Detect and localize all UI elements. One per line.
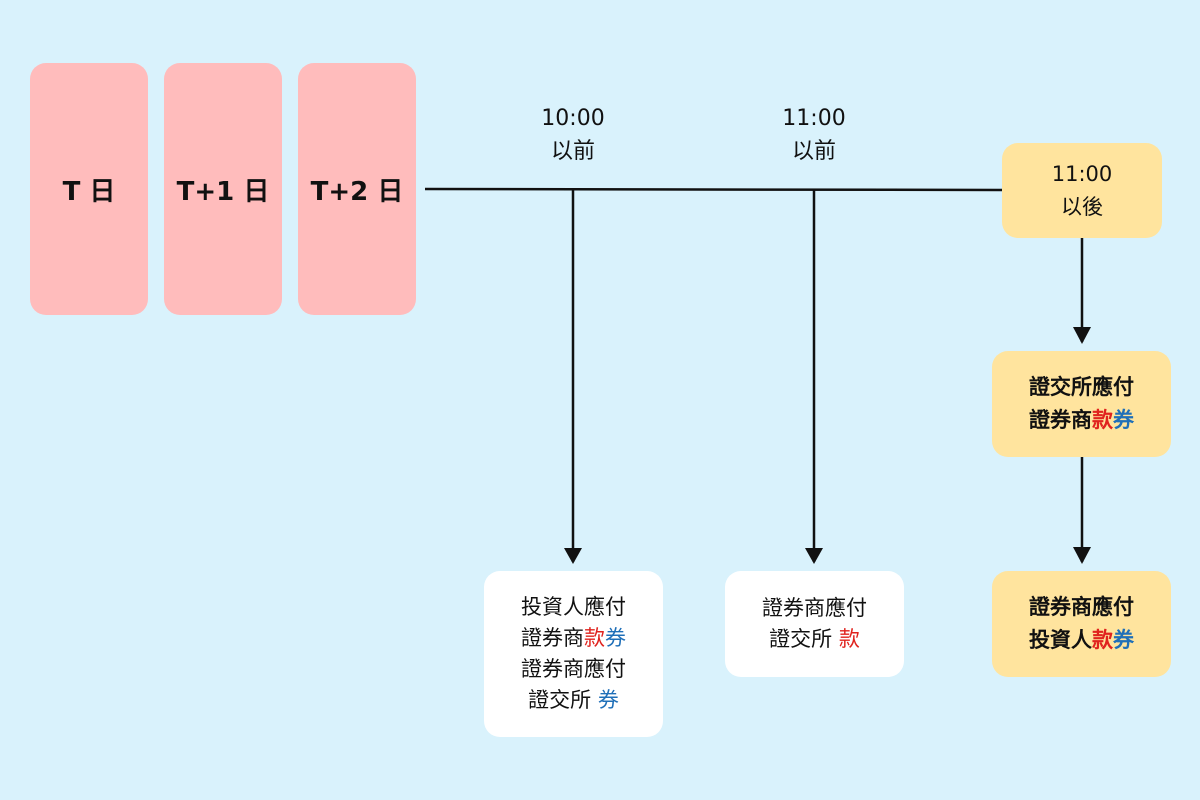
box-line: 投資人應付: [521, 595, 626, 619]
box-line: 投資人款券: [1029, 628, 1134, 652]
timeline-line: [424, 187, 1004, 192]
arrowhead-4: [1073, 547, 1091, 564]
time-label-1100-before: 11:00 以前: [744, 102, 884, 168]
time-label-1000: 10:00 以前: [503, 102, 643, 168]
time-value: 10:00: [541, 106, 605, 131]
time-qualifier: 以前: [550, 139, 595, 164]
day-label: T+1 日: [176, 176, 270, 207]
box-after-1100-step2: 證券商應付 投資人款券: [992, 571, 1171, 677]
time-value: 11:00: [782, 106, 846, 131]
box-before-1000: 投資人應付 證券商款券 證券商應付 證交所 券: [484, 571, 663, 737]
day-box-t: T 日: [30, 63, 148, 315]
arrowhead-3: [1073, 327, 1091, 344]
box-before-1100: 證券商應付 證交所 款: [725, 571, 904, 677]
time-box-1100-after: 11:00 以後: [1002, 143, 1162, 238]
box-line: 證券商款券: [521, 626, 626, 650]
box-line: 證券商款券: [1029, 408, 1134, 432]
box-line: 證交所應付: [1029, 375, 1134, 399]
box-line: 證券商應付: [1029, 595, 1134, 619]
box-line: 證券商應付: [521, 657, 626, 681]
day-label: T 日: [62, 176, 116, 207]
time-qualifier: 以前: [791, 139, 836, 164]
day-box-t1: T+1 日: [164, 63, 282, 315]
day-box-t2: T+2 日: [298, 63, 416, 315]
box-line: 證交所 券: [528, 688, 619, 712]
box-line: 證券商應付: [762, 596, 867, 620]
time-value: 11:00: [1051, 161, 1113, 186]
arrowhead-1: [564, 548, 582, 564]
arrowhead-2: [805, 548, 823, 564]
time-qualifier: 以後: [1061, 194, 1103, 219]
day-label: T+2 日: [310, 176, 404, 207]
box-line: 證交所 款: [769, 627, 860, 651]
box-after-1100-step1: 證交所應付 證券商款券: [992, 351, 1171, 457]
